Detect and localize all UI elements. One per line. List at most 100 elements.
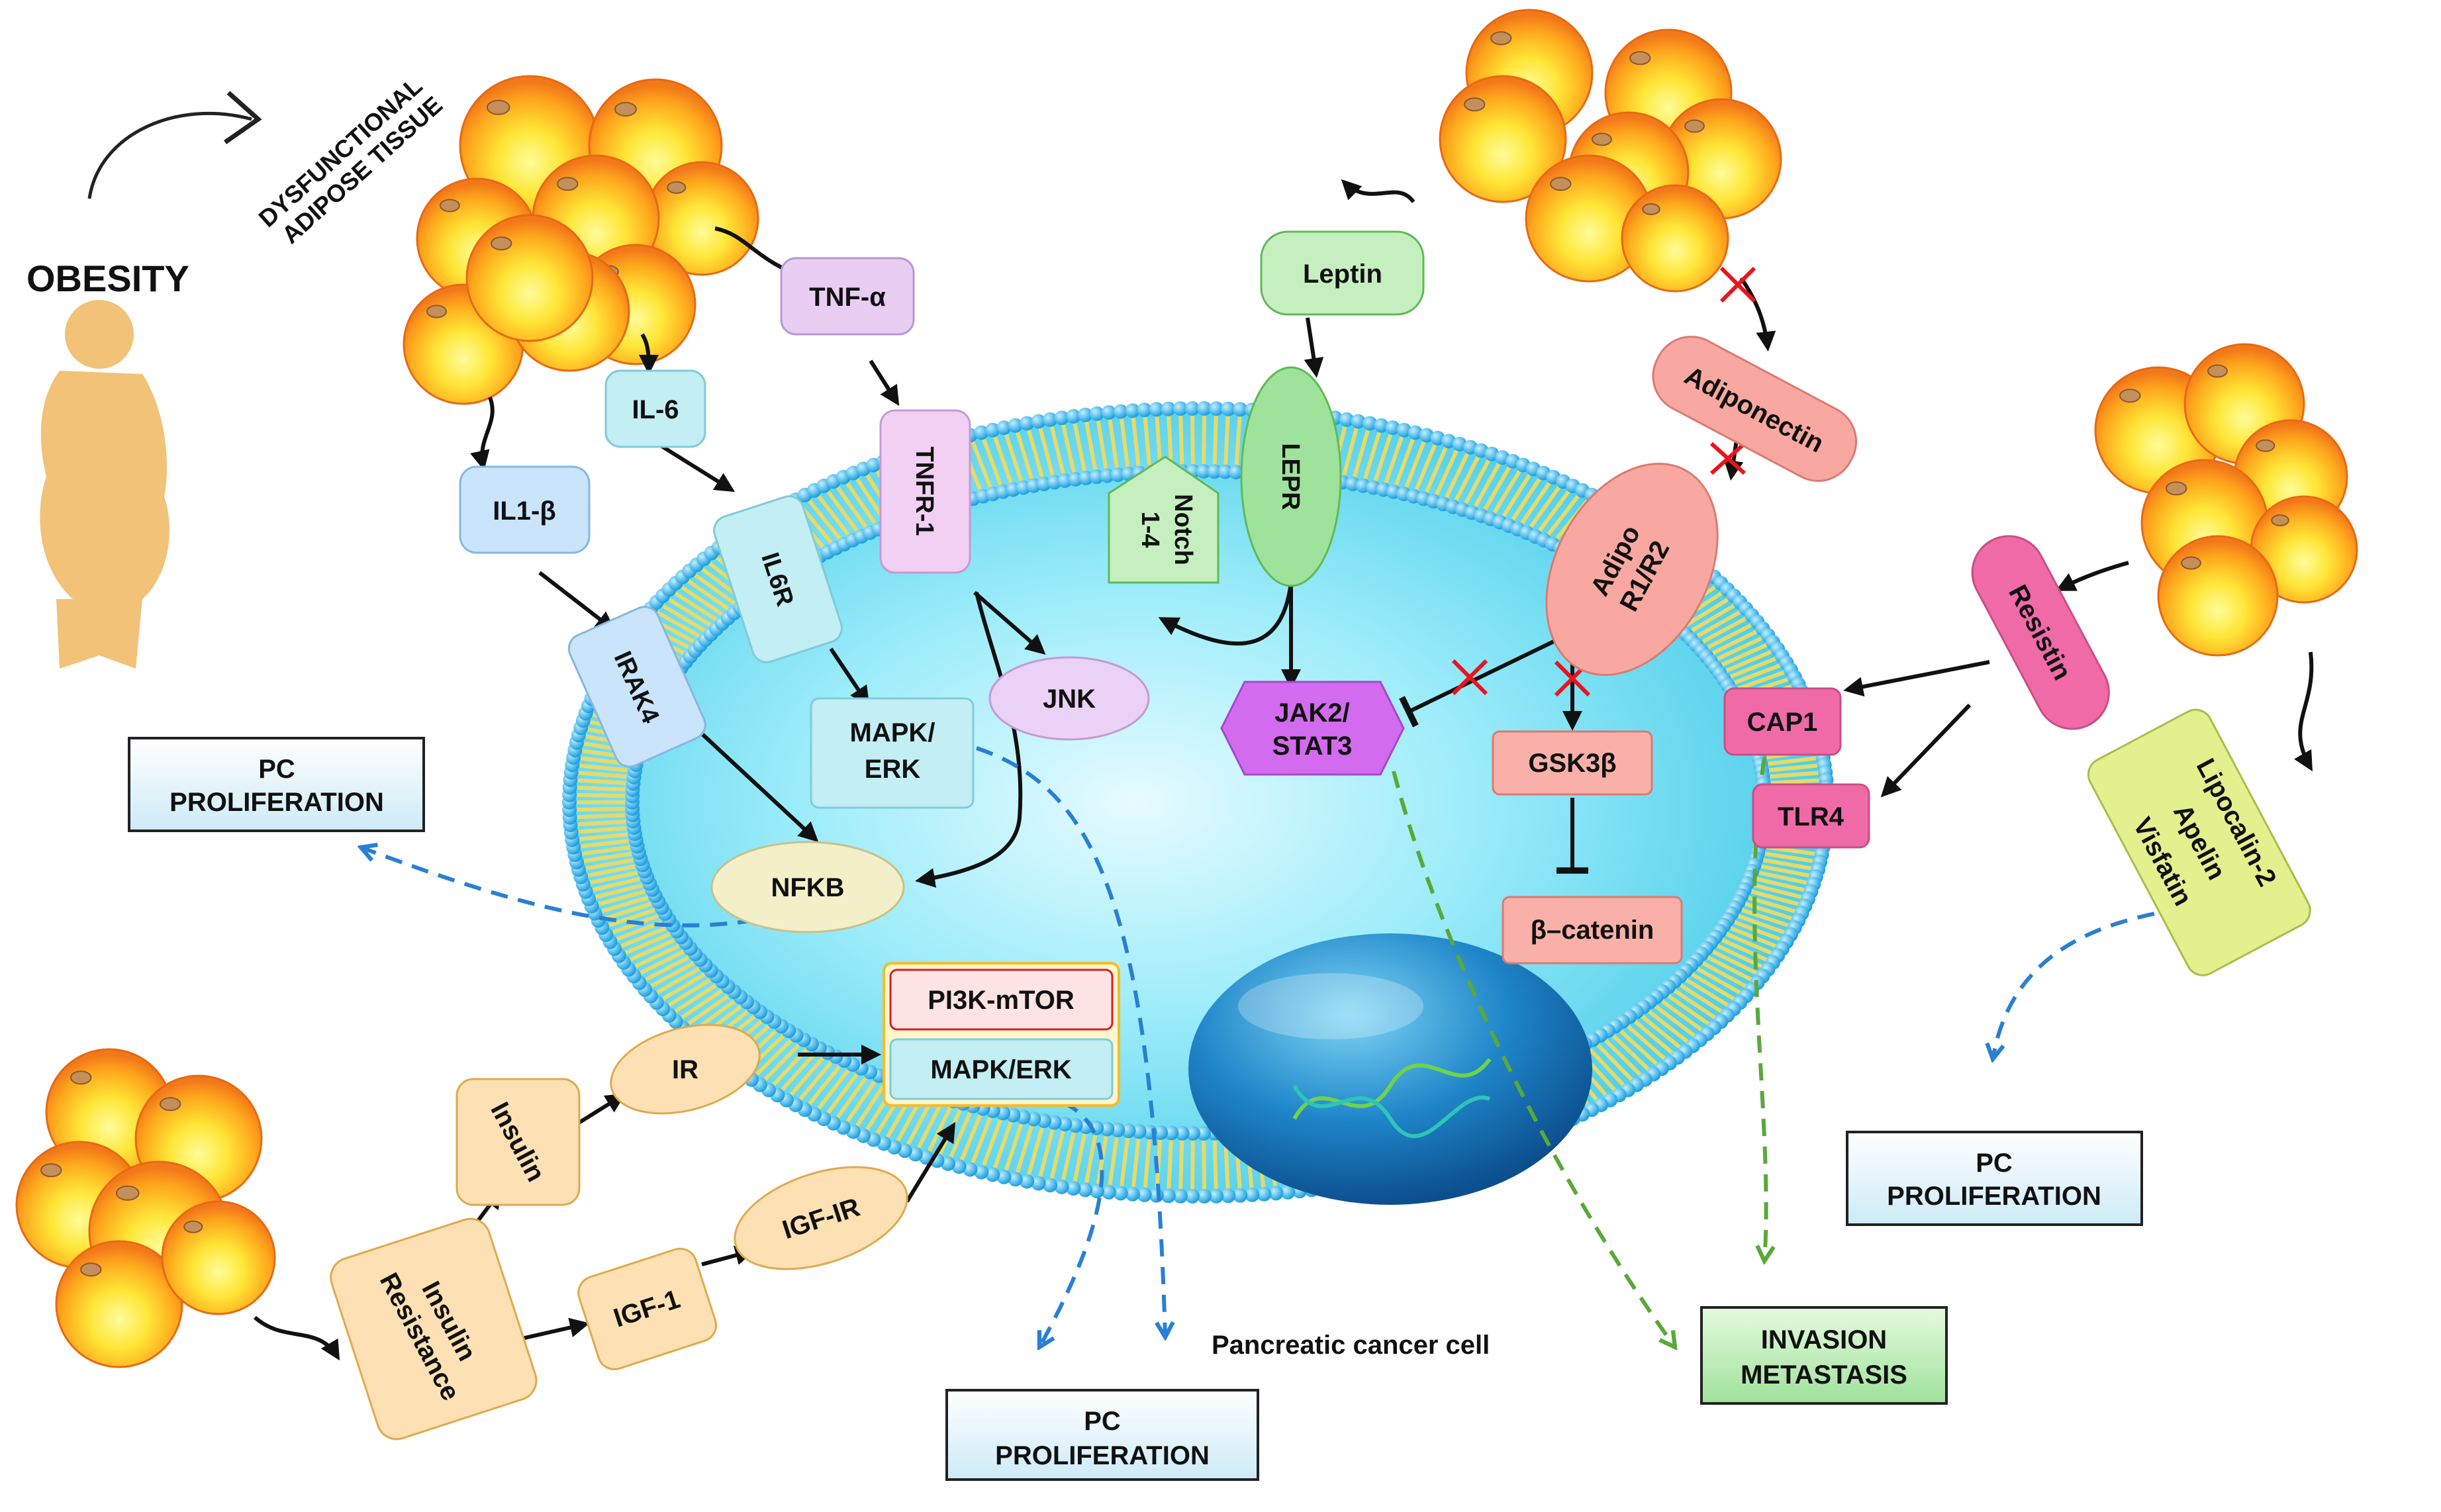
tlr4-label: TLR4: [1778, 802, 1844, 831]
cap1-receptor: [1723, 687, 1842, 756]
jnk-node: [988, 656, 1150, 741]
adipocyte-nucleus: [1592, 132, 1612, 146]
lipid-head-outer: [1113, 1186, 1128, 1201]
lepr-label: LEPR: [1276, 443, 1304, 510]
lipid-head-outer: [1054, 1179, 1069, 1194]
gsk3b-node: [1492, 730, 1653, 796]
tlr4-receptor: [1752, 783, 1870, 849]
lipid-head-outer: [1101, 1184, 1116, 1200]
lipid-head-outer: [1257, 1186, 1272, 1202]
lipid-head-inner: [1110, 467, 1125, 483]
jak2-label: JAK2/: [1274, 698, 1349, 728]
lipid-head-outer: [1161, 1188, 1176, 1204]
adipocyte-nucleus: [1684, 119, 1705, 133]
lipid-head-inner: [1068, 471, 1083, 487]
adiponectin-node: [1652, 336, 1858, 482]
pc-proliferation-left-box: [128, 737, 425, 832]
adipocyte-nucleus: [2207, 364, 2228, 378]
lipid-head-outer: [1125, 1186, 1140, 1202]
adipocyte-nucleus: [1550, 177, 1572, 191]
invasion-label: INVASION: [1761, 1325, 1887, 1354]
lipid-head-inner: [1121, 1123, 1136, 1139]
lipid-head-inner: [1100, 468, 1115, 483]
lipid-head-outer: [951, 1159, 967, 1174]
resistin-node: [1971, 535, 2110, 730]
lipid-head-outer: [1221, 1188, 1236, 1204]
igfir-receptor: [734, 1166, 908, 1270]
il6-label: IL-6: [632, 395, 679, 424]
bcatenin-label: β–catenin: [1531, 916, 1654, 945]
obesity-curved-arrow: [87, 111, 252, 199]
il1b-node: [459, 465, 591, 554]
lipid-head-outer: [1268, 1186, 1284, 1201]
leptin-node: [1260, 230, 1425, 316]
lipid-head-outer: [1066, 1181, 1081, 1196]
pc-proliferation-bottom-box: [945, 1389, 1259, 1481]
leptin-label: Leptin: [1303, 260, 1382, 289]
lipid-head-outer: [1137, 402, 1152, 418]
insulin-node: [455, 1078, 581, 1206]
lipid-head-outer: [1137, 1187, 1152, 1202]
lipid-head-outer: [1233, 402, 1248, 417]
jak-stat-node: [1220, 681, 1405, 776]
lipid-head-outer: [1020, 416, 1034, 431]
mapk-erk-inner-node: [889, 1038, 1114, 1100]
lipid-head-inner: [1196, 1126, 1212, 1141]
adipocyte-nucleus: [2271, 514, 2289, 526]
lipid-head-outer: [1280, 1184, 1296, 1200]
lipid-head-outer: [1089, 1184, 1104, 1199]
pi3k-mtor-node: [889, 969, 1114, 1031]
lipid-head-outer: [1173, 401, 1188, 416]
adipocyte-nucleus: [426, 305, 447, 318]
metastasis-label: METASTASIS: [1741, 1360, 1907, 1390]
lipid-head-outer: [1101, 405, 1116, 420]
cap1-label: CAP1: [1747, 708, 1818, 737]
adipocyte-nucleus: [80, 1262, 102, 1277]
dashed-proliferation-arrows: [361, 746, 2182, 1347]
lipid-head-inner: [1153, 1125, 1169, 1140]
lipid-head-outer: [1031, 414, 1046, 429]
lipid-head-outer: [940, 1156, 955, 1171]
dashed-invasion-arrows: [1392, 757, 1766, 1347]
lipid-head-outer: [963, 1162, 978, 1177]
adipocyte-nucleus: [440, 199, 460, 213]
lipid-head-outer: [1197, 1189, 1212, 1204]
lipid-head-outer: [1396, 422, 1412, 438]
blocked-markers: [1451, 266, 1756, 697]
adipocyte-nucleus: [614, 102, 637, 117]
lipid-head-outer: [1430, 430, 1445, 446]
adipocyte-cell: [2157, 535, 2279, 657]
adipocyte-nucleus: [70, 1070, 92, 1085]
adipocyte-nucleus: [557, 177, 579, 191]
jnk-label: JNK: [1043, 685, 1096, 714]
lipid-head-outer: [1066, 408, 1081, 424]
lipid-head-outer: [1385, 420, 1400, 436]
lepr-receptor: [1240, 366, 1342, 587]
adipocyte-cell: [1621, 184, 1729, 293]
lipid-head-outer: [1031, 1176, 1046, 1191]
lipid-head-outer: [1351, 414, 1366, 429]
lipid-head-inner: [1164, 1125, 1179, 1141]
adipocyte-nucleus: [1642, 203, 1660, 215]
lipid-head-outer: [974, 425, 989, 440]
lipid-head-outer: [1408, 425, 1423, 440]
adipocyte-nucleus: [2119, 389, 2141, 403]
pc-bottom-line2: PROLIFERATION: [995, 1441, 1210, 1470]
igf1-node: [577, 1247, 718, 1370]
nucleus: [1188, 933, 1592, 1205]
adipocyte-cell: [161, 1200, 276, 1315]
adipocyte-nucleus: [491, 236, 512, 251]
adipocyte-nucleus: [160, 1097, 181, 1111]
lipid-head-outer: [1374, 418, 1389, 433]
pc-proliferation-right-box: [1846, 1131, 2143, 1226]
lipid-head-outer: [1089, 406, 1104, 421]
dna-icon: [1292, 1058, 1492, 1139]
lipid-head-outer: [1221, 401, 1236, 416]
lipid-head-outer: [1209, 401, 1224, 416]
lipid-head-outer: [1054, 410, 1069, 426]
adipocyte-nucleus: [1629, 51, 1651, 66]
inhibition-lines: [1399, 637, 1588, 874]
cell-membrane: [562, 401, 1835, 1204]
lipid-head-outer: [1339, 412, 1354, 427]
